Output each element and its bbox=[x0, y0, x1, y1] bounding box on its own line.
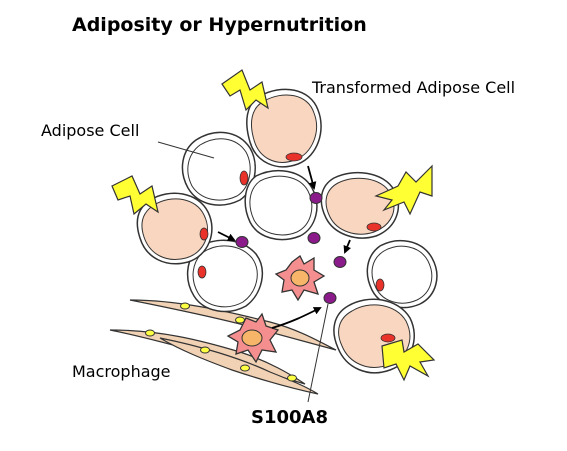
arrow-icon bbox=[343, 239, 351, 254]
cell-nucleus bbox=[375, 278, 385, 292]
s100a8-particle bbox=[333, 256, 347, 268]
s100a8-pointer bbox=[307, 303, 329, 403]
label-macrophage: Macrophage bbox=[72, 362, 171, 381]
s100a8-particle bbox=[235, 236, 249, 248]
adipose-cell bbox=[186, 239, 264, 313]
transformed-adipose-cells bbox=[136, 88, 415, 374]
lightning-bolt-icon bbox=[221, 69, 269, 112]
lightning-bolt-icon bbox=[374, 164, 433, 216]
adipose-cells bbox=[181, 131, 438, 313]
adipose-cell bbox=[181, 131, 256, 206]
adipose-cell bbox=[244, 169, 318, 241]
arrow-icon bbox=[271, 307, 322, 329]
s100a8-particle bbox=[323, 292, 337, 304]
fiber-strand bbox=[159, 337, 319, 395]
arrow-icon bbox=[307, 165, 317, 190]
arrow-icon bbox=[217, 231, 236, 241]
fiber-node bbox=[240, 364, 250, 372]
lightning-bolt-icon bbox=[381, 339, 436, 382]
fiber-node bbox=[180, 302, 190, 310]
macrophage-nucleus bbox=[290, 269, 310, 287]
fiber-node bbox=[145, 329, 155, 337]
adipose-cell bbox=[366, 239, 438, 309]
cell-nucleus bbox=[239, 170, 249, 186]
s100a8-particles bbox=[235, 192, 347, 304]
cell-nucleus bbox=[285, 152, 303, 162]
fiber-strands bbox=[109, 299, 337, 395]
label-adipose-cell: Adipose Cell bbox=[41, 121, 140, 140]
fiber-node bbox=[235, 316, 245, 324]
lightning-bolts bbox=[111, 69, 436, 382]
s100a8-particle bbox=[309, 192, 323, 204]
arrows bbox=[217, 165, 351, 329]
diagram-title: Adiposity or Hypernutrition bbox=[72, 14, 367, 36]
label-pointers bbox=[157, 141, 329, 403]
transformed-adipose-cell bbox=[136, 192, 213, 265]
macrophage bbox=[226, 312, 280, 364]
transformed-adipose-cell bbox=[246, 88, 322, 168]
macrophage-nucleus bbox=[241, 329, 263, 347]
transformed-adipose-cell bbox=[320, 171, 399, 239]
s100a8-particle bbox=[307, 232, 321, 244]
label-transformed-adipose-cell: Transformed Adipose Cell bbox=[312, 78, 516, 97]
fiber-node bbox=[200, 346, 210, 354]
fiber-node bbox=[287, 374, 297, 382]
lightning-bolt-icon bbox=[111, 175, 159, 216]
cell-nucleus bbox=[199, 227, 209, 241]
adipose-cell-pointer bbox=[157, 141, 215, 159]
macrophage-activated bbox=[274, 255, 326, 302]
cell-nucleus bbox=[366, 222, 382, 232]
cell-nucleus bbox=[197, 265, 207, 279]
cell-nucleus bbox=[380, 333, 396, 343]
label-s100a8: S100A8 bbox=[251, 407, 328, 428]
